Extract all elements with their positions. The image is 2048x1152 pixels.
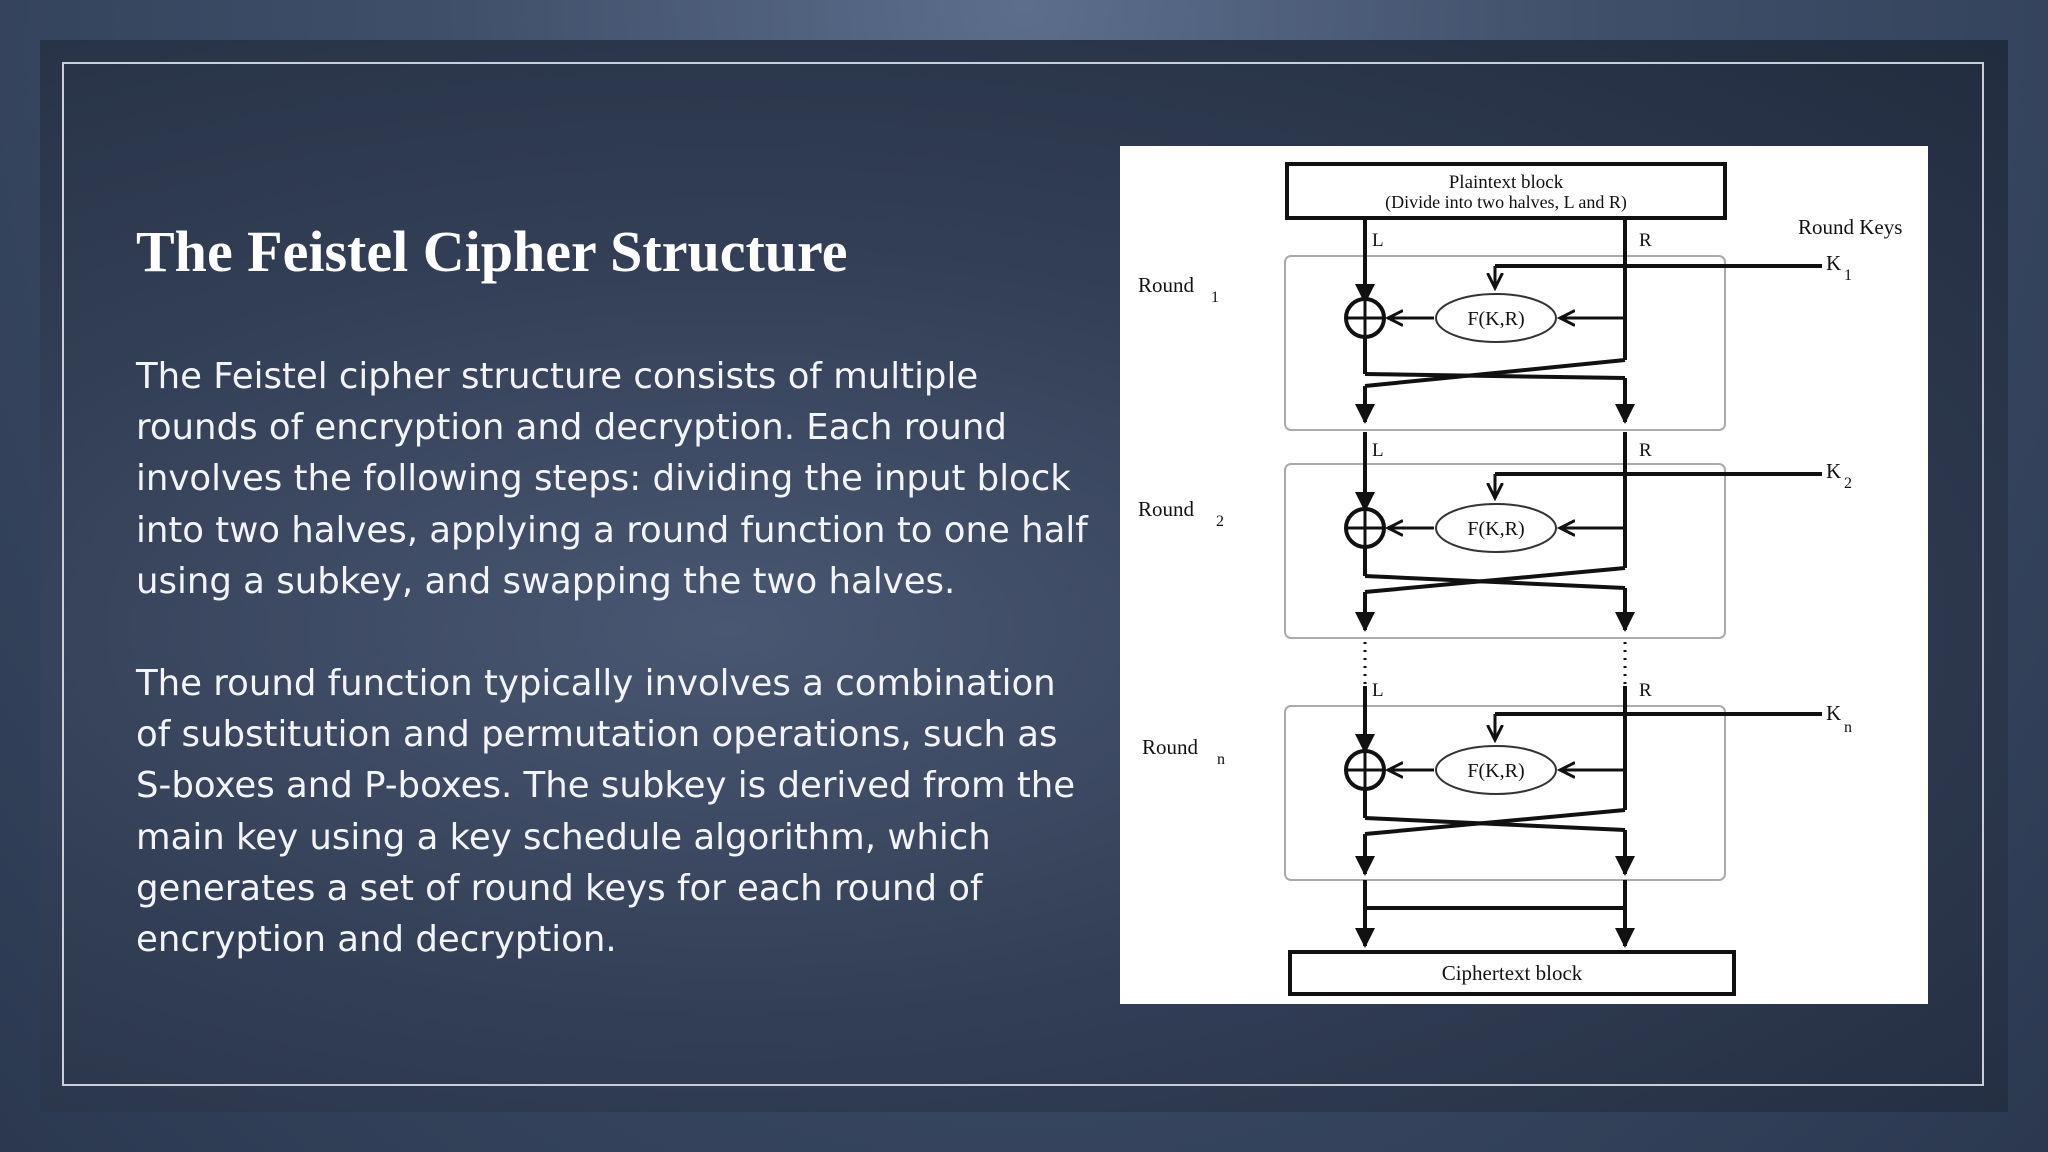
round-2-r-label: R — [1639, 440, 1652, 461]
plaintext-label: Plaintext block — [1449, 172, 1564, 193]
round-1-key-subscript: 1 — [1844, 267, 1852, 284]
round-n-key-label: K — [1826, 701, 1841, 725]
round-1: Round 1 L R K 1 F(K,R) — [1138, 220, 1852, 431]
slide-frame — [62, 62, 1984, 1086]
round-2-box — [1284, 463, 1726, 639]
round-2-function-label: F(K,R) — [1467, 518, 1524, 540]
feistel-diagram: Plaintext block (Divide into two halves,… — [1120, 146, 1928, 1004]
round-1-label: Round — [1138, 273, 1195, 297]
round-n-function-label: F(K,R) — [1467, 760, 1524, 782]
slide-title: The Feistel Cipher Structure — [136, 219, 848, 284]
round-n-label: Round — [1142, 735, 1199, 759]
final-output-lines — [1355, 880, 1635, 948]
round-1-function-label: F(K,R) — [1467, 308, 1524, 330]
round-1-r-label: R — [1639, 230, 1652, 251]
round-2: Round 2 L R K 2 F(K,R) — [1138, 432, 1852, 639]
round-n-subscript: n — [1217, 751, 1225, 768]
round-n: Round n L R K n F(K,R) — [1142, 680, 1852, 881]
round-keys-label: Round Keys — [1798, 215, 1902, 239]
round-2-xor-icon — [1344, 507, 1386, 549]
round-n-l-label: L — [1372, 680, 1384, 701]
ciphertext-label: Ciphertext block — [1442, 961, 1583, 985]
round-n-key-subscript: n — [1844, 719, 1852, 736]
plaintext-sublabel: (Divide into two halves, L and R) — [1385, 192, 1627, 213]
body-paragraph-2: The round function typically involves a … — [136, 663, 1076, 961]
round-2-key-subscript: 2 — [1844, 475, 1852, 492]
round-1-box — [1284, 255, 1726, 431]
body-paragraph-1: The Feistel cipher structure consists of… — [136, 356, 1088, 602]
round-n-r-label: R — [1639, 680, 1652, 701]
round-1-key-label: K — [1826, 251, 1841, 275]
round-2-subscript: 2 — [1216, 513, 1224, 530]
round-1-function — [1435, 293, 1557, 343]
round-1-xor-icon — [1344, 297, 1386, 339]
round-n-box — [1284, 705, 1726, 881]
round-2-key-label: K — [1826, 459, 1841, 483]
round-1-subscript: 1 — [1211, 289, 1219, 306]
round-2-label: Round — [1138, 497, 1195, 521]
round-n-function — [1435, 745, 1557, 795]
feistel-diagram-svg: Plaintext block (Divide into two halves,… — [1138, 162, 1902, 996]
round-n-xor-icon — [1344, 749, 1386, 791]
round-1-l-label: L — [1372, 230, 1384, 251]
round-2-function — [1435, 503, 1557, 553]
round-2-l-label: L — [1372, 440, 1384, 461]
plaintext-block — [1285, 162, 1727, 220]
ciphertext-block — [1288, 950, 1736, 996]
